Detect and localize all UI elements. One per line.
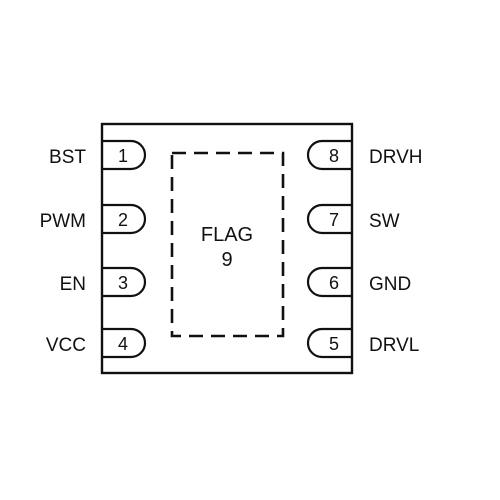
pin-7: 7 SW bbox=[306, 203, 400, 235]
pin-6-name: GND bbox=[369, 274, 411, 295]
package-body bbox=[100, 122, 354, 375]
pin-7-number: 7 bbox=[329, 210, 339, 230]
pin-6-number: 6 bbox=[329, 273, 339, 293]
pin-4-pad bbox=[102, 327, 147, 359]
pin-4-number: 4 bbox=[118, 334, 128, 354]
pin-8-number: 8 bbox=[329, 146, 339, 166]
pin-5-name: DRVL bbox=[369, 335, 419, 356]
pin-5-number: 5 bbox=[329, 334, 339, 354]
pin-2-number: 2 bbox=[118, 210, 128, 230]
exposed-pad-number: 9 bbox=[221, 249, 232, 271]
pin-2-pad bbox=[102, 203, 147, 235]
pin-6-pad bbox=[306, 266, 352, 298]
pin-3-number: 3 bbox=[118, 273, 128, 293]
pin-7-pad bbox=[306, 203, 352, 235]
pin-3: 3 EN bbox=[60, 266, 147, 298]
pin-1: 1 BST bbox=[49, 139, 147, 171]
pin-4-name: VCC bbox=[46, 335, 86, 356]
pin-8-name: DRVH bbox=[369, 147, 423, 168]
pin-3-pad bbox=[102, 266, 147, 298]
pin-2-name: PWM bbox=[40, 211, 86, 232]
pin-1-pad bbox=[102, 139, 147, 171]
pin-1-number: 1 bbox=[118, 146, 128, 166]
pin-8: 8 DRVH bbox=[306, 139, 423, 171]
pin-6: 6 GND bbox=[306, 266, 411, 298]
pin-8-pad bbox=[306, 139, 352, 171]
pin-3-name: EN bbox=[60, 274, 86, 295]
pin-5-pad bbox=[306, 327, 352, 359]
exposed-pad-outline bbox=[170, 151, 285, 338]
pin-1-name: BST bbox=[49, 147, 86, 168]
pin-5: 5 DRVL bbox=[306, 327, 419, 359]
pin-7-name: SW bbox=[369, 211, 400, 232]
pin-4: 4 VCC bbox=[46, 327, 147, 359]
pin-2: 2 PWM bbox=[40, 203, 147, 235]
exposed-pad-label: FLAG bbox=[201, 224, 253, 246]
